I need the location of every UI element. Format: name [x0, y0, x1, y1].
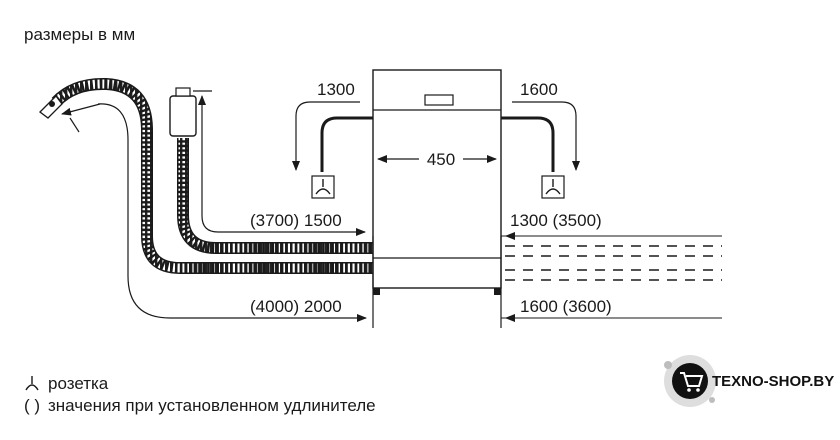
socket-right-icon: [541, 175, 565, 199]
control-panel-display: [424, 94, 454, 106]
cable-right-label: 1600: [520, 80, 558, 99]
drain-hose-right-label: 1600 (3600): [520, 297, 612, 316]
legend-parens-label: значения при установленном удлинителе: [48, 396, 376, 415]
power-cable-right: [501, 116, 555, 172]
legend-parens-symbol: ( ): [24, 396, 40, 415]
power-cable-left: [320, 116, 373, 172]
drain-hose-leader: [97, 103, 361, 319]
foot-right: [494, 288, 501, 295]
socket-left-icon: [311, 175, 335, 199]
right-side-hoses: [501, 235, 722, 319]
width-label: 450: [427, 150, 455, 169]
cable-right-arrow: [512, 101, 580, 171]
watermark: TEXNO-SHOP.BY: [664, 355, 834, 407]
cable-left-label: 1300: [317, 80, 355, 99]
legend-socket-label: розетка: [48, 374, 109, 393]
inlet-hose: [169, 87, 373, 254]
shopping-cart-icon: [680, 372, 704, 392]
cable-left-arrow: [292, 101, 360, 171]
foot-left: [373, 288, 380, 295]
legend: розетка ( ) значения при установленном у…: [24, 374, 376, 415]
water-tap-icon: [169, 95, 197, 137]
inlet-hose-left-label: (3700) 1500: [250, 211, 342, 230]
inlet-hose-arrow: [201, 108, 366, 236]
drain-hose-left-label: (4000) 2000: [250, 297, 342, 316]
inlet-hose-right-label: 1300 (3500): [510, 211, 602, 230]
socket-legend-icon: [25, 376, 39, 391]
drain-hose: [39, 77, 373, 274]
watermark-text: TEXNO-SHOP.BY: [712, 373, 834, 390]
dishwasher: [372, 69, 502, 295]
drain-hook-leader: [69, 117, 80, 133]
page-title: размеры в мм: [24, 25, 135, 44]
